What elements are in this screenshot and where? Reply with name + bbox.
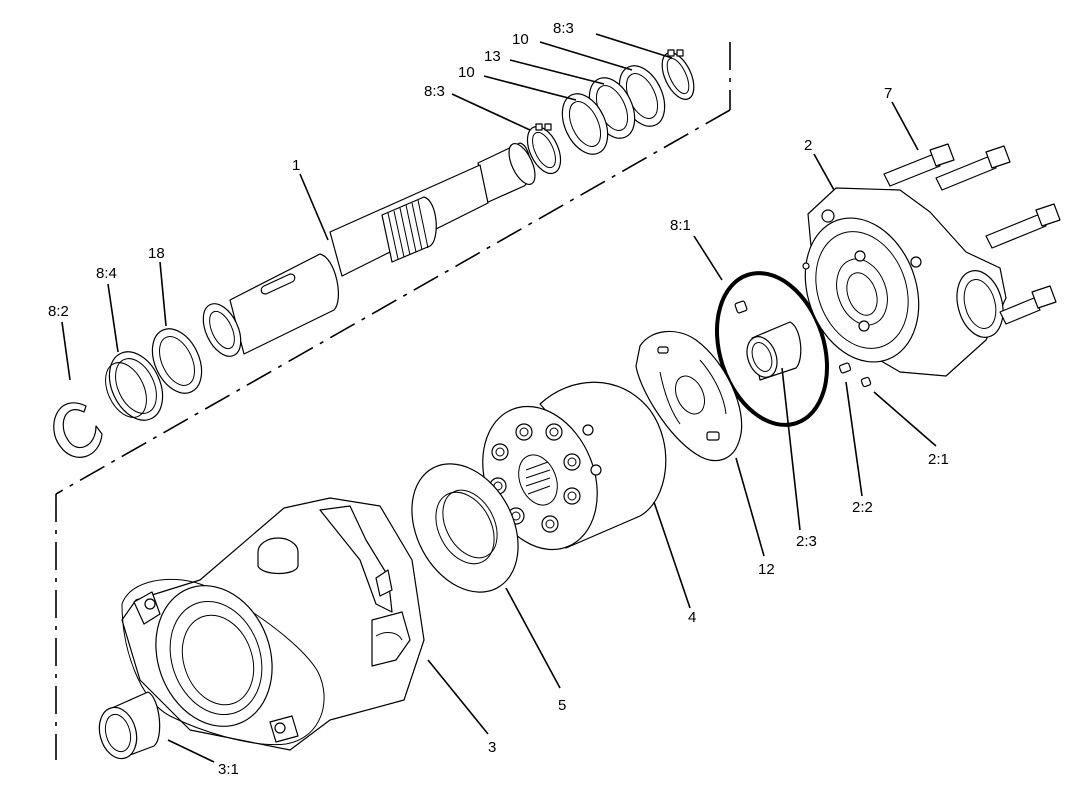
callout-8-3-mid: 8:3 [424, 83, 445, 100]
assembly-centerline [55, 42, 731, 760]
callout-2: 2 [804, 137, 812, 154]
callout-2-2: 2:2 [852, 499, 873, 516]
callout-5: 5 [558, 697, 566, 714]
valve-plate-12 [635, 330, 743, 462]
callout-2-3: 2:3 [796, 533, 817, 550]
callout-10-mid: 10 [458, 64, 475, 81]
bearing-ring-8-4 [105, 351, 164, 421]
shim-stack [561, 65, 666, 155]
callout-10-top: 10 [512, 31, 529, 48]
leader-lines [61, 33, 937, 763]
callout-3: 3 [488, 739, 496, 756]
callout-18: 18 [148, 245, 165, 262]
callout-3-1: 3:1 [218, 761, 239, 778]
callout-8-1: 8:1 [670, 217, 691, 234]
callout-8-4: 8:4 [96, 265, 117, 282]
callout-8-3-top: 8:3 [553, 20, 574, 37]
bolts-7 [883, 143, 1061, 325]
pump-housing-3 [121, 497, 425, 751]
end-cover-2 [802, 187, 1007, 377]
thrust-plate-5 [411, 463, 519, 593]
snap-ring-8-2 [53, 402, 103, 458]
callout-4: 4 [688, 609, 696, 626]
callout-12: 12 [758, 561, 775, 578]
snap-ring-mid [526, 123, 562, 175]
snap-ring-top [661, 49, 695, 100]
drive-shaft [202, 142, 536, 357]
callout-labels: 8:3 10 13 10 8:3 1 7 2 8:4 18 8:2 8:1 2:… [48, 20, 949, 778]
bearing-3-1 [98, 691, 161, 760]
dowel-pins [734, 300, 872, 388]
o-ring-8-1 [714, 271, 830, 427]
callout-13: 13 [484, 48, 501, 65]
shim-18 [151, 328, 203, 394]
callout-8-2: 8:2 [48, 303, 69, 320]
callout-7: 7 [884, 85, 892, 102]
callout-1: 1 [292, 157, 300, 174]
callout-2-1: 2:1 [928, 451, 949, 468]
needle-bearing-2-3 [746, 321, 802, 381]
